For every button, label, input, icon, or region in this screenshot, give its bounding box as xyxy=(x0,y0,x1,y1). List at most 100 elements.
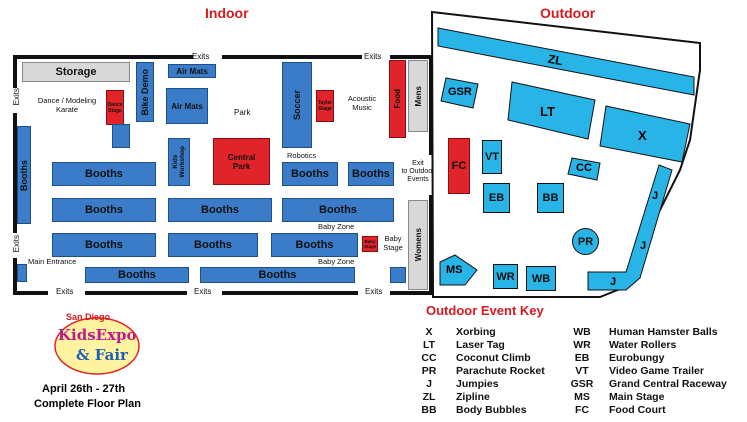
booths-left: Booths xyxy=(17,126,31,224)
key-name: Xorbing xyxy=(456,326,496,338)
key-row: ZL Zipline xyxy=(412,391,490,403)
wall-top-left xyxy=(13,55,193,59)
key-code: EB xyxy=(574,352,590,364)
booths-row3-c: Booths xyxy=(271,233,358,257)
booths-row1-a: Booths xyxy=(52,162,156,186)
booth-small-3 xyxy=(390,267,406,283)
main-stage-zone xyxy=(439,254,478,286)
bike-demo-area: Bike Demo xyxy=(136,62,154,122)
tayler-stage-label: Tayler Stage xyxy=(317,100,333,112)
booth-small-1 xyxy=(112,124,130,148)
key-name: Video Game Trailer xyxy=(609,365,704,377)
exits-top-1: Exits xyxy=(192,52,210,61)
key-name: Main Stage xyxy=(609,391,665,403)
storage-area: Storage xyxy=(22,62,130,82)
water-rollers-zone: WR xyxy=(493,264,518,289)
booths-label: Booths xyxy=(85,168,123,180)
logo-line2: KidsExpo xyxy=(58,326,137,344)
j-label-2: J xyxy=(640,240,647,252)
wall-bottom-4 xyxy=(390,291,432,295)
indoor-title: Indoor xyxy=(205,5,249,21)
key-code: BB xyxy=(421,404,437,416)
key-name: Water Rollers xyxy=(609,339,677,351)
jumpies-zone xyxy=(587,164,673,291)
zl-label: ZL xyxy=(546,51,564,69)
acoustic-music-label: Acoustic Music xyxy=(347,94,377,112)
key-code: ZL xyxy=(422,391,436,403)
air-mats-top: Air Mats xyxy=(168,64,216,78)
cc-label: CC xyxy=(576,162,592,174)
booths-row4-b: Booths xyxy=(200,267,355,283)
mens-restroom: Mens xyxy=(408,60,428,132)
wall-bottom-3 xyxy=(222,291,358,295)
bb-label: BB xyxy=(542,192,559,204)
eurobungy-zone: EB xyxy=(483,183,510,213)
xorbing-zone xyxy=(599,105,691,163)
floor-plan-subtitle: Complete Floor Plan xyxy=(34,398,141,410)
key-name: Coconut Climb xyxy=(456,352,531,364)
outdoor-event-key-title: Outdoor Event Key xyxy=(426,303,544,318)
air-mats-mid-label: Air Mats xyxy=(171,101,203,111)
vt-label: VT xyxy=(484,151,500,163)
key-name: Jumpies xyxy=(456,378,499,390)
key-code: PR xyxy=(421,365,437,377)
food-area: Food xyxy=(389,60,406,138)
wall-left-top xyxy=(13,55,17,88)
air-mats-mid: Air Mats xyxy=(166,88,208,124)
booths-row2-b: Booths xyxy=(168,198,272,222)
exits-bottom-1: Exits xyxy=(56,287,74,296)
baby-zone-label-1: Baby Zone xyxy=(318,222,355,231)
laser-tag-zone xyxy=(507,81,596,140)
baby-stage-label: Baby Stage xyxy=(383,234,403,252)
wr-label: WR xyxy=(496,270,515,283)
gsr-zone xyxy=(440,77,479,109)
wall-top-mid xyxy=(222,55,362,59)
baby-stage-small: Baby Stage xyxy=(362,236,378,252)
key-name: Zipline xyxy=(456,391,490,403)
wall-right-bottom xyxy=(429,195,433,295)
exits-bottom-3: Exits xyxy=(365,287,383,296)
baby-zone-label-2: Baby Zone xyxy=(318,257,355,266)
key-code: WB xyxy=(573,326,591,338)
wb-label: WB xyxy=(531,272,551,285)
wall-top-right xyxy=(390,55,432,59)
park-label: Park xyxy=(234,108,251,117)
event-dates: April 26th - 27th xyxy=(42,383,126,395)
booths-row1-b: Booths xyxy=(282,162,338,186)
wall-right-top xyxy=(429,55,433,155)
central-park: Central Park xyxy=(213,138,270,185)
booths-label: Booths xyxy=(295,239,334,251)
key-code: LT xyxy=(422,339,436,351)
wall-bottom-2 xyxy=(85,291,187,295)
kids-workshop: Kids Workshop xyxy=(168,138,190,186)
exits-top-2: Exits xyxy=(364,52,382,61)
key-code: WR xyxy=(573,339,591,351)
key-row: WR Water Rollers xyxy=(565,339,676,351)
key-code: GSR xyxy=(570,378,594,390)
video-game-trailer-zone: VT xyxy=(482,140,502,174)
key-code: VT xyxy=(575,365,589,377)
key-code: FC xyxy=(575,404,589,416)
wall-bottom-1 xyxy=(13,291,48,295)
key-name: Laser Tag xyxy=(456,339,505,351)
kids-expo-logo: San Diego KidsExpo & Fair xyxy=(52,312,142,378)
j-label-1: J xyxy=(652,190,659,202)
pr-label: PR xyxy=(577,235,594,248)
logo-line3: & Fair xyxy=(76,346,128,364)
soccer-area: Soccer xyxy=(282,62,312,148)
booths-label: Booths xyxy=(85,204,123,216)
logo-graphic xyxy=(54,317,140,375)
coconut-climb-zone xyxy=(567,157,601,181)
food-court-zone: FC xyxy=(448,138,470,194)
body-bubbles-zone: BB xyxy=(537,183,564,213)
tayler-stage: Tayler Stage xyxy=(316,90,334,122)
j-label-3: J xyxy=(610,276,617,288)
outdoor-title: Outdoor xyxy=(540,5,596,21)
